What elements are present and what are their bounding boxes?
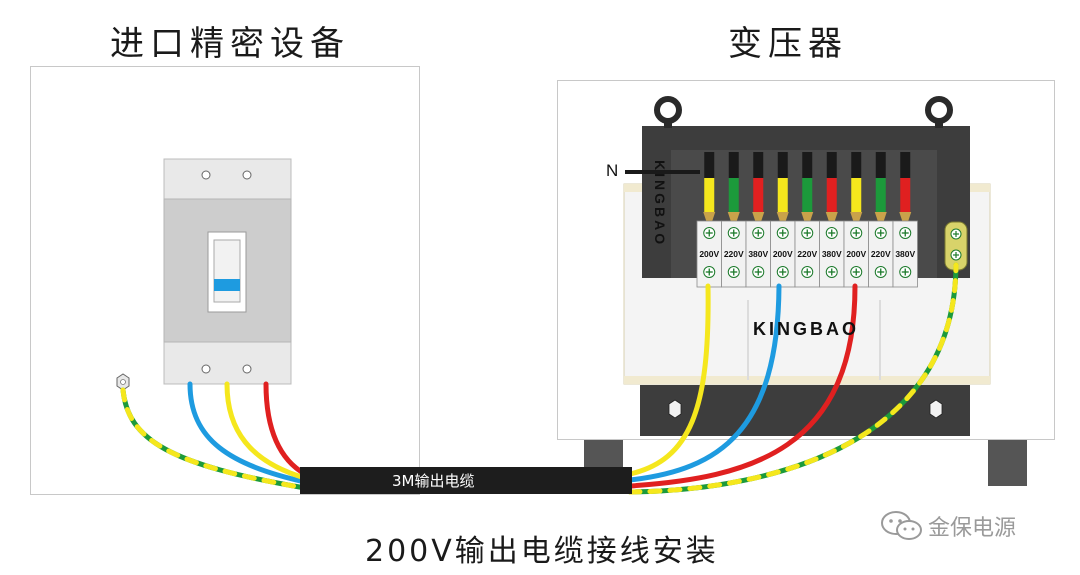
tap-lead-top <box>753 152 764 178</box>
tap-lead <box>777 178 788 212</box>
tap-lug <box>776 212 789 221</box>
tap-lead <box>728 178 739 212</box>
tap-lug <box>899 212 912 221</box>
brand-horizontal: KINGBAO <box>753 319 859 339</box>
tap-lead-top <box>777 152 788 178</box>
terminal-label: 220V <box>724 249 744 259</box>
watermark-text: 金保电源 <box>928 516 1017 541</box>
terminal-label: 220V <box>871 249 891 259</box>
tap-lead <box>900 178 911 212</box>
tap-lead-top <box>875 152 886 178</box>
output-cables <box>120 262 959 495</box>
tap-lead <box>851 178 862 212</box>
wechat-icon <box>881 511 922 540</box>
terminal-label: 380V <box>895 249 915 259</box>
cable-sheath <box>300 467 632 494</box>
terminal-label: 380V <box>748 249 768 259</box>
circuit-breaker <box>163 158 292 385</box>
tap-lead <box>875 178 886 212</box>
terminal-label: 200V <box>773 249 793 259</box>
device-title: 进口精密设备 <box>110 24 350 64</box>
terminal-label: 200V <box>846 249 866 259</box>
n-label: N <box>606 161 619 180</box>
tap-lead-top <box>704 152 715 178</box>
tap-lead-top <box>900 152 911 178</box>
tap-lead <box>753 178 764 212</box>
tap-lug <box>727 212 740 221</box>
tap-lead-top <box>802 152 813 178</box>
tap-lead-top <box>826 152 837 178</box>
terminal-label: 200V <box>699 249 719 259</box>
brand-vertical: KINGBAO <box>652 160 668 247</box>
transformer-ground-terminal <box>944 221 968 271</box>
tap-lead <box>704 178 715 212</box>
tap-lead <box>826 178 837 212</box>
terminal-label: 220V <box>797 249 817 259</box>
tap-lug <box>874 212 887 221</box>
terminal-block: 200V 220V 380V 200V 220V 380V 200V 220V 380V <box>696 220 918 288</box>
device-ground-bolt <box>116 373 130 391</box>
transformer-title: 变压器 <box>728 24 848 64</box>
tap-lead <box>802 178 813 212</box>
cable-label: 3M输出电缆 <box>392 472 475 490</box>
watermark: 金保电源 <box>880 508 1016 544</box>
diagram-caption: 200V输出电缆接线安装 <box>365 534 719 569</box>
tap-lead-top <box>728 152 739 178</box>
tap-lug <box>825 212 838 221</box>
tap-lug <box>752 212 765 221</box>
terminal-label: 380V <box>822 249 842 259</box>
tap-lead-top <box>851 152 862 178</box>
tap-leads <box>703 152 912 221</box>
tap-lug <box>703 212 716 221</box>
tap-lug <box>801 212 814 221</box>
tap-lug <box>850 212 863 221</box>
